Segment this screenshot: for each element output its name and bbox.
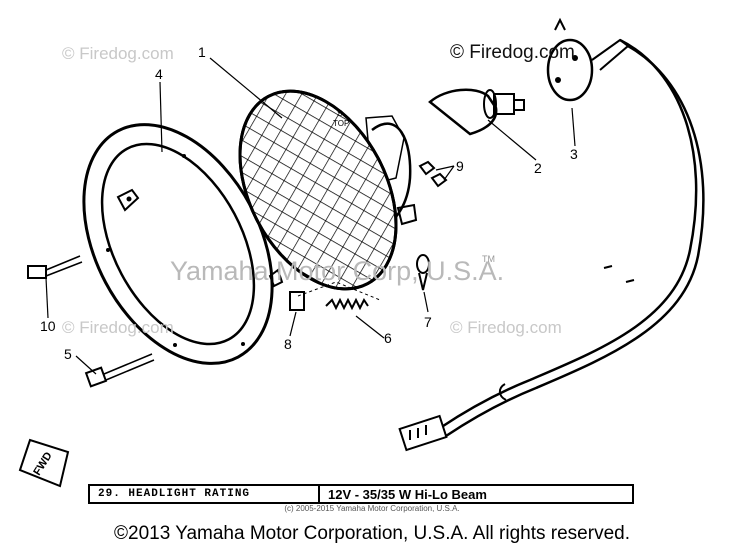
watermark-firedog: © Firedog.com xyxy=(450,318,562,337)
svg-text:TOP: TOP xyxy=(333,119,349,128)
watermark-yamaha: Yamaha Motor Corp, U.S.A. xyxy=(170,256,505,286)
watermark-firedog: © Firedog.com xyxy=(62,44,174,63)
callout-2: 2 xyxy=(534,160,542,176)
watermark-tm: TM xyxy=(482,254,495,264)
callout-8: 8 xyxy=(284,336,292,352)
leader-lines xyxy=(45,57,576,375)
callout-6: 6 xyxy=(384,330,392,346)
bulb xyxy=(428,88,525,136)
callout-9: 9 xyxy=(456,158,464,174)
rating-divider xyxy=(318,486,320,502)
callout-1: 1 xyxy=(198,44,206,60)
callout-7: 7 xyxy=(424,314,432,330)
fwd-arrow-icon: FWD xyxy=(18,438,70,488)
small-copyright: (c) 2005-2015 Yamaha Motor Corporation, … xyxy=(284,504,460,513)
callout-10: 10 xyxy=(40,318,56,334)
callout-4: 4 xyxy=(155,66,163,82)
rating-label: 29. HEADLIGHT RATING xyxy=(98,488,251,500)
footer-copyright: ©2013 Yamaha Motor Corporation, U.S.A. A… xyxy=(114,523,630,544)
watermark-firedog-strong: © Firedog.com xyxy=(450,42,575,63)
callout-3: 3 xyxy=(570,146,578,162)
hardware xyxy=(27,160,448,388)
rating-value: 12V - 35/35 W Hi-Lo Beam xyxy=(328,487,487,502)
wiring-harness xyxy=(398,38,705,452)
headlight-rating-box: 29. HEADLIGHT RATING 12V - 35/35 W Hi-Lo… xyxy=(88,484,634,504)
callout-5: 5 xyxy=(64,346,72,362)
svg-text:S: S xyxy=(337,109,342,118)
watermark-firedog: © Firedog.com xyxy=(62,318,174,337)
